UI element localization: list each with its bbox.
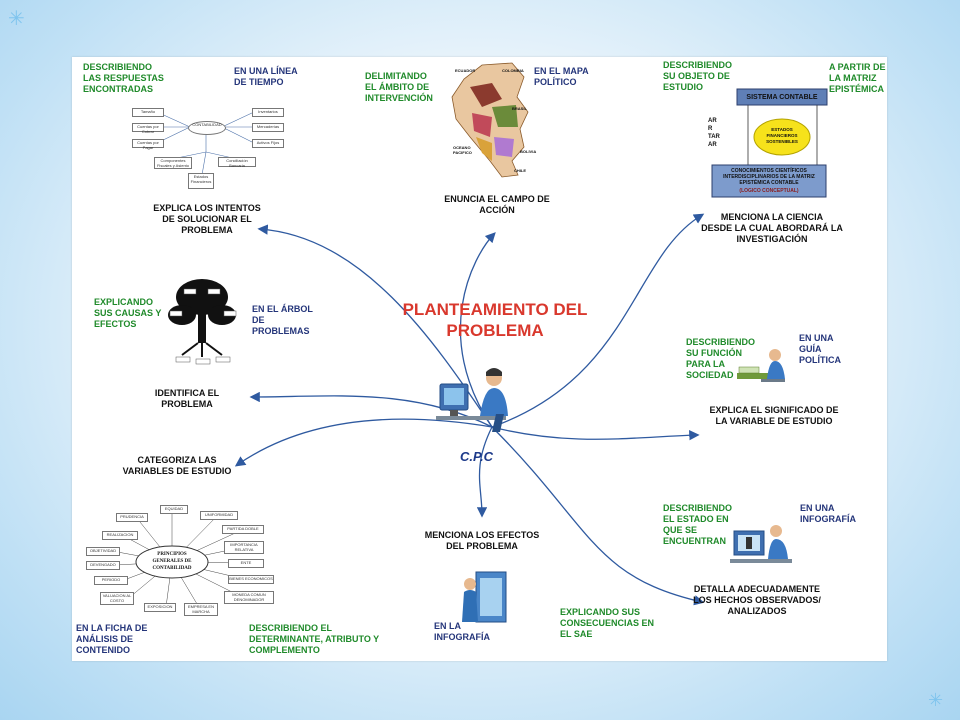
infographic-analyst-icon [730, 525, 792, 563]
categoriza-how-label: DESCRIBIENDO EL DETERMINANTE, ATRIBUTO Y… [249, 623, 380, 655]
matrix-bottom-label: CONOCIMIENTOS CIENTÍFICOS INTERDISCIPLIN… [723, 168, 815, 186]
efectos-tool-label: EN LA INFOGRAFÍA [434, 621, 490, 642]
problem-tree-image [168, 279, 237, 365]
map-label-ecuador: ECUADOR [455, 68, 476, 73]
connector-layer [234, 213, 705, 606]
timeline-box: Cuentas por Pagar [132, 139, 164, 150]
diagram-title: PLANTEAMIENTO DEL PROBLEMA [402, 300, 588, 340]
principle-box: DEVENGADO [86, 561, 120, 570]
principle-box: IMPORTANCIA RELATIVA [224, 541, 264, 554]
epistemic-matrix-diagram-image [711, 88, 828, 198]
campo-tool-label: EN EL MAPA POLÍTICO [534, 66, 589, 87]
sparkle-icon-top-right: ✳ [928, 690, 944, 711]
timeline-box: Activos Fijos [252, 139, 284, 148]
timeline-box: Estados Financieros [188, 173, 214, 189]
map-label-bolivia: BOLIVIA [520, 149, 537, 154]
efectos-action-label: MENCIONA LOS EFECTOS DEL PROBLEMA [424, 530, 540, 551]
identifica-tool-label: EN EL ÁRBOL DE PROBLEMAS [252, 304, 313, 336]
principle-box: MONEDA COMUN DENOMINADOR [224, 591, 274, 604]
principle-box: PERIODO [94, 576, 128, 585]
arrow-to-efectos [476, 426, 493, 518]
sparkle-icon-top-left: ✳ [8, 6, 25, 30]
significado-tool-label: EN UNA GUÍA POLÍTICA [799, 333, 841, 365]
ciencia-tool-label: A PARTIR DE LA MATRIZ EPISTÉMICA [829, 62, 886, 94]
principle-box: VALUACION AL COSTO [100, 592, 134, 605]
arrow-to-hechos [491, 426, 705, 606]
hechos-how-label: DESCRIBIENDO EL ESTADO EN QUE SE ENCUENT… [663, 503, 733, 546]
map-label-oceano: OCEANO PACIFICO [453, 145, 472, 155]
arrow-to-categoriza [234, 418, 493, 467]
campo-how-label: DELIMITANDO EL ÁMBITO DE INTERVENCIÓN [365, 71, 433, 103]
principle-box: PARTIDA DOBLE [222, 525, 264, 534]
arrow-to-ciencia [491, 213, 705, 428]
significado-how-label: DESCRIBIENDO SU FUNCIÓN PARA LA SOCIEDAD [686, 337, 756, 380]
categoriza-tool-label: EN LA FICHA DE ANÁLISIS DE CONTENIDO [76, 623, 148, 655]
matrix-bottom-sub-label: (LOGICO CONCEPTUAL) [739, 188, 799, 194]
timeline-box: CONTABILIDAD [188, 121, 226, 135]
map-label-chile: CHILE [514, 168, 526, 173]
hechos-tool-label: EN UNA INFOGRAFÍA [800, 503, 856, 524]
intentos-tool-label: EN UNA LÍNEA DE TIEMPO [234, 66, 298, 87]
center-label: C.P.C [460, 449, 493, 464]
identifica-action-label: IDENTIFICA EL PROBLEMA [154, 388, 220, 409]
principles-center-label: PRINCIPIOS GENERALES DE CONTABILIDAD [152, 552, 192, 571]
hechos-action-label: DETALLA ADECUADAMENTE LOS HECHOS OBSERVA… [693, 584, 821, 616]
intentos-how-label: DESCRIBIENDO LAS RESPUESTAS ENCONTRADAS [83, 62, 164, 94]
timeline-box: Tamaño [132, 108, 164, 117]
principle-box: EMPRESA EN MARCHA [184, 603, 218, 616]
infographic-server-worker-icon [462, 571, 507, 623]
timeline-box: Conciliación Bancaria [218, 157, 256, 168]
campo-action-label: ENUNCIA EL CAMPO DE ACCIÓN [444, 194, 550, 215]
principle-box: REALIZACION [102, 531, 138, 540]
arrow-to-significado [491, 426, 700, 441]
matrix-circle-label: ESTADOS FINANCIEROS SOSTENIBLES [766, 127, 798, 144]
ciencia-how-label: DESCRIBIENDO SU OBJETO DE ESTUDIO [663, 60, 733, 92]
principle-box: EQUIDAD [160, 505, 188, 514]
principle-box: EXPOSICION [144, 603, 176, 612]
timeline-box: Cuentas por Cobrar [132, 123, 164, 134]
principle-box: PRUDENCIA [116, 513, 148, 522]
identifica-how-label: EXPLICANDO SUS CAUSAS Y EFECTOS [94, 297, 162, 329]
matrix-top-label: SISTEMA CONTABLE [746, 94, 818, 101]
timeline-box: Mercaderías [252, 123, 284, 132]
principle-box: ENTE [228, 559, 264, 568]
principle-box: BIENES ECONOMICOS [228, 575, 274, 584]
mind-map-slide: PLANTEAMIENTO DEL PROBLEMA C.P.C DESCRIB… [72, 57, 887, 661]
principle-box: UNIFORMIDAD [200, 511, 238, 520]
efectos-how-label: EXPLICANDO SUS CONSECUENCIAS EN EL SAE [560, 607, 655, 639]
peru-political-map-image [451, 62, 529, 178]
accounting-principles-diagram-image [111, 509, 245, 610]
arrow-to-identifica [249, 391, 493, 428]
policy-guide-worker-icon [737, 349, 785, 382]
intentos-action-label: EXPLICA LOS INTENTOS DE SOLUCIONAR EL PR… [153, 203, 261, 235]
matrix-side-label: AR R TAR AR [708, 118, 720, 148]
ciencia-action-label: MENCIONA LA CIENCIA DESDE LA CUAL ABORDA… [701, 212, 843, 244]
timeline-box: Componentes Fiscales y Asiento [154, 157, 192, 169]
categoriza-action-label: CATEGORIZA LAS VARIABLES DE ESTUDIO [122, 455, 232, 476]
timeline-box: Inventarios [252, 108, 284, 117]
map-label-colombia: COLOMBIA [502, 68, 524, 73]
significado-action-label: EXPLICA EL SIGNIFICADO DE LA VARIABLE DE… [709, 405, 839, 426]
map-label-brasil: BRASIL [512, 106, 527, 111]
principle-box: OBJETIVIDAD [86, 547, 120, 556]
arrow-to-campo [459, 232, 496, 428]
